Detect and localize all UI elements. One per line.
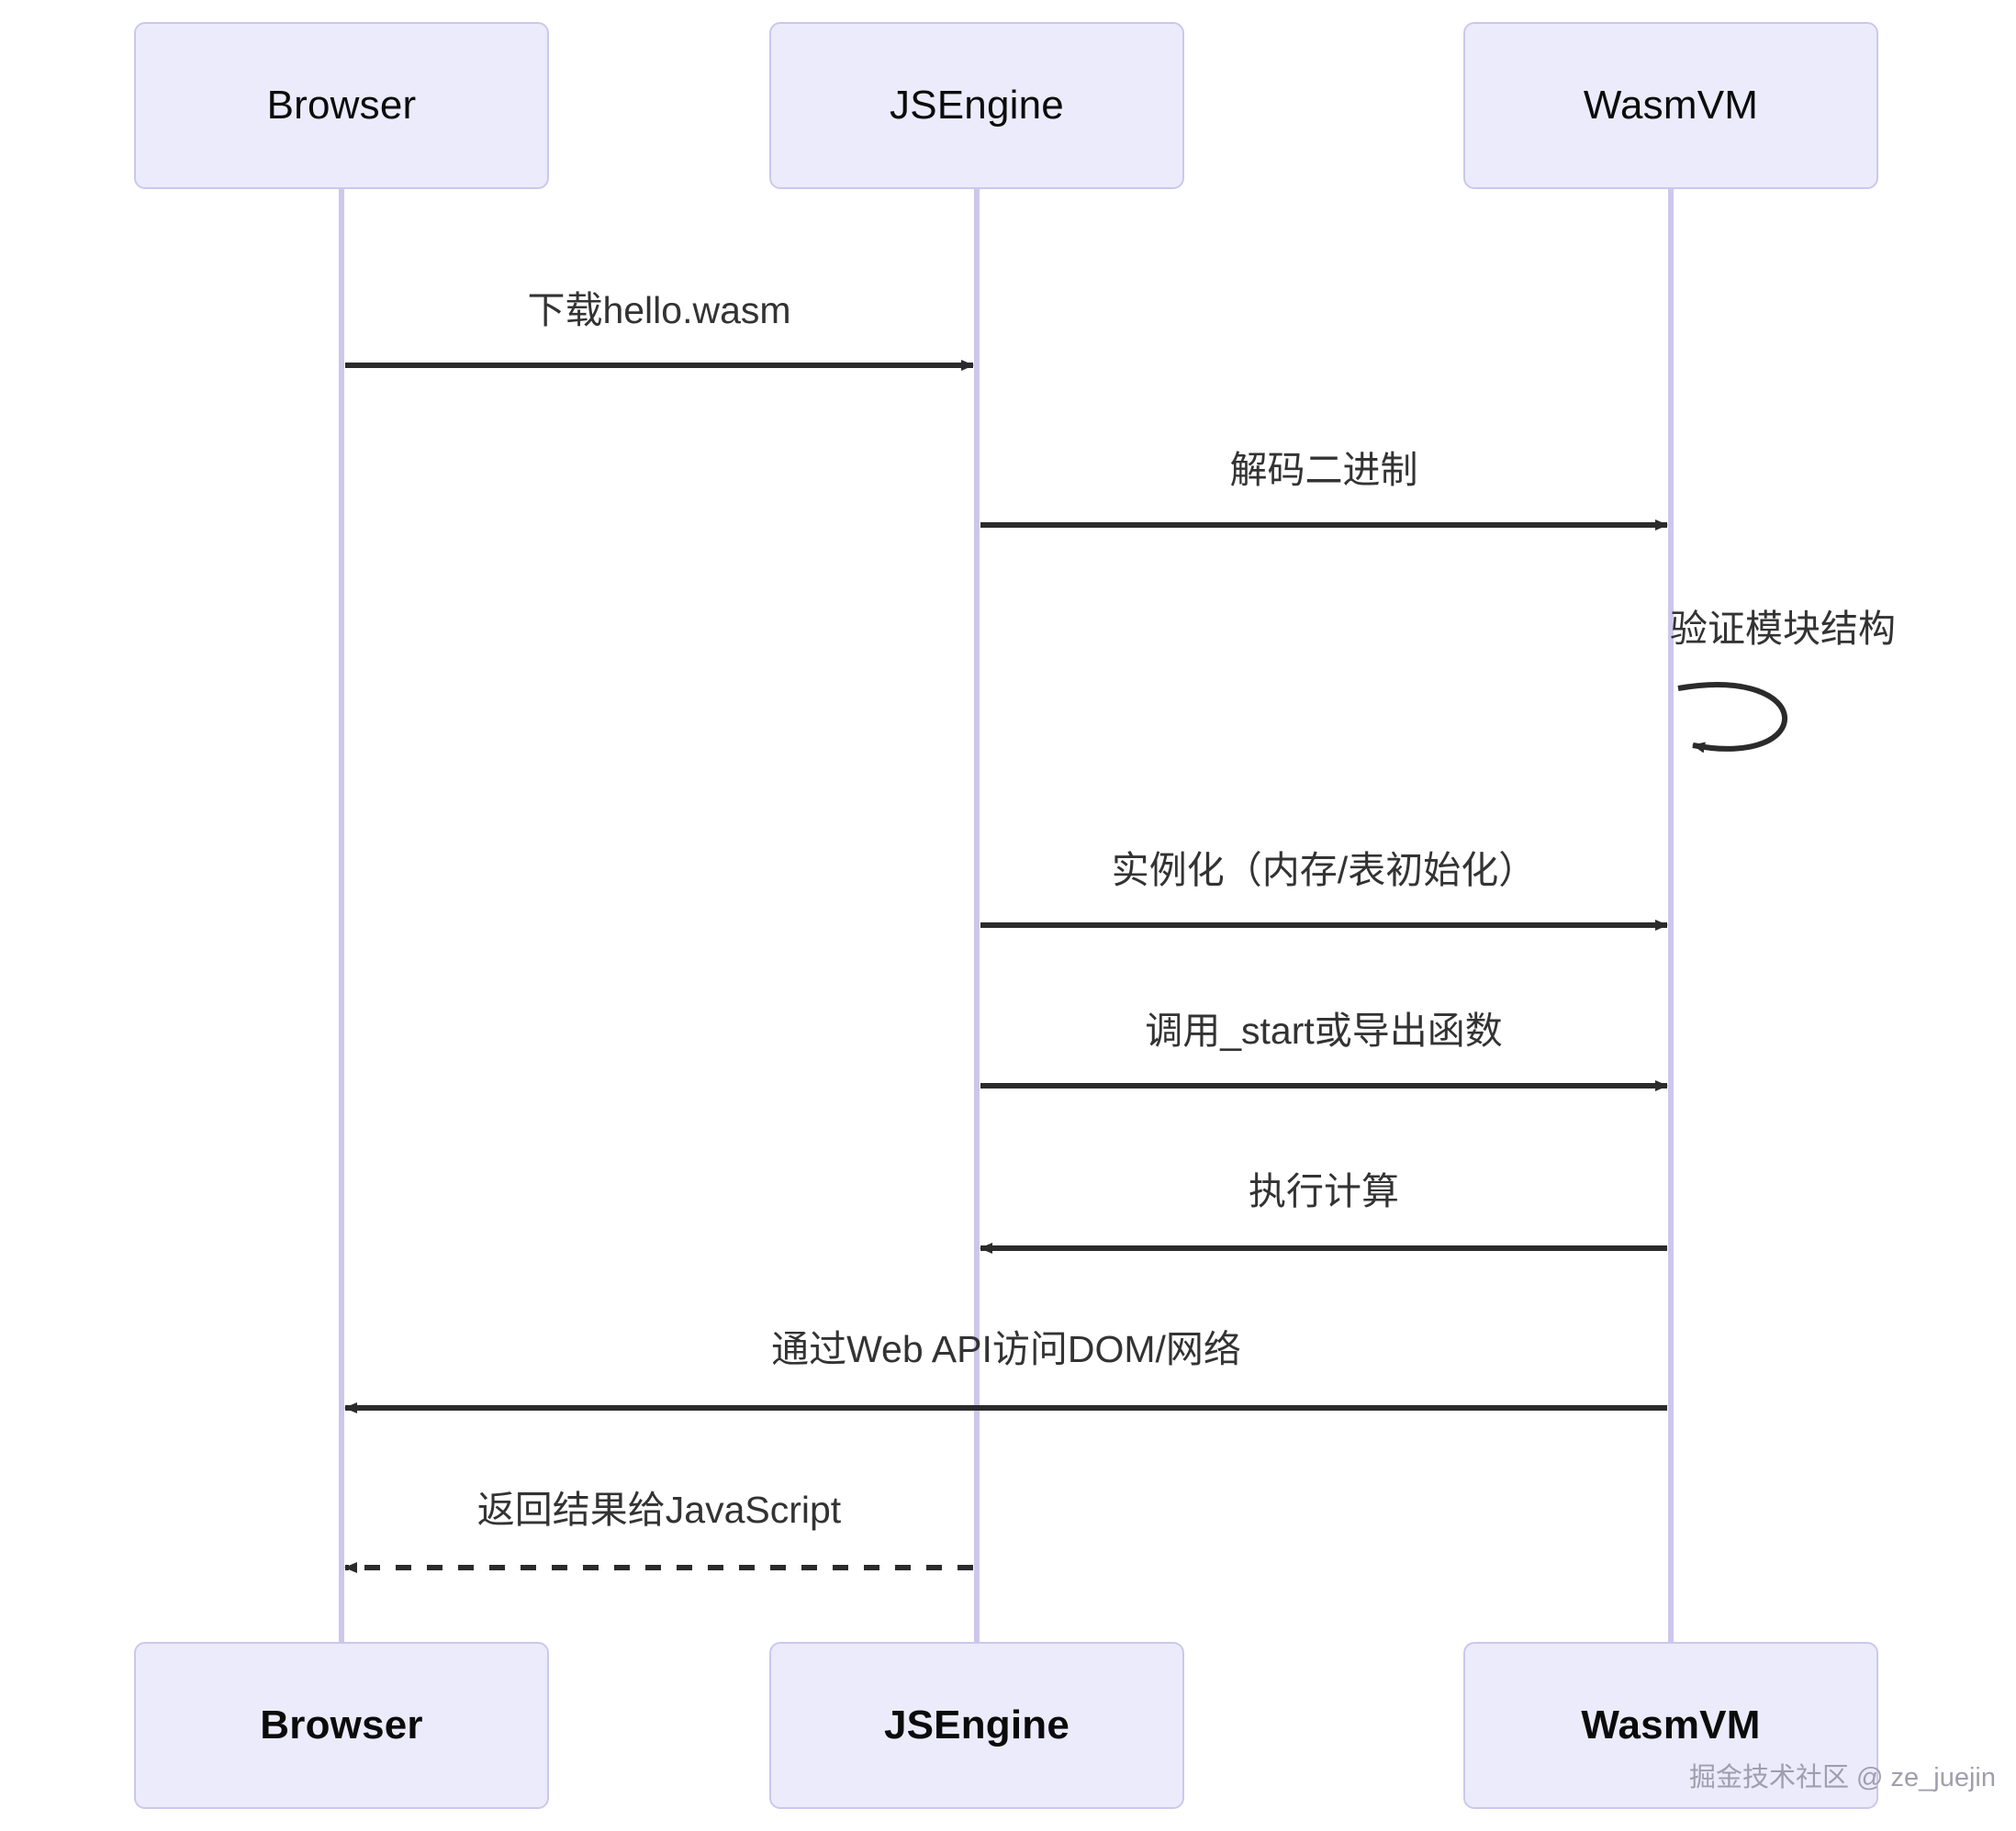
participant-label-wasmvm: WasmVM (1583, 83, 1759, 128)
participant-box-jsengine-top[interactable]: JSEngine (769, 22, 1184, 189)
participant-label-jsengine: JSEngine (883, 1703, 1070, 1747)
participant-label-wasmvm: WasmVM (1581, 1703, 1761, 1747)
message-label-5: 调用_start或导出函数 (1145, 1010, 1503, 1052)
participant-box-browser-top[interactable]: Browser (134, 22, 549, 189)
message-label-7: 通过Web API访问DOM/网络 (771, 1328, 1241, 1370)
participant-label-browser: Browser (260, 1703, 423, 1747)
message-label-3: 验证模块结构 (1670, 608, 1896, 650)
message-arrows-group (344, 360, 1788, 1573)
participant-box-wasmvm-top[interactable]: WasmVM (1463, 22, 1878, 189)
participant-box-wasmvm-bottom[interactable]: WasmVM (1463, 1642, 1878, 1809)
message-label-1: 下载hello.wasm (527, 289, 791, 331)
lifelines-group (339, 189, 1674, 1642)
participant-box-jsengine-bottom[interactable]: JSEngine (769, 1642, 1184, 1809)
message-label-4: 实例化（内存/表初始化） (1111, 849, 1537, 891)
participant-label-jsengine: JSEngine (890, 83, 1064, 128)
message-label-2: 解码二进制 (1229, 449, 1418, 491)
message-label-6: 执行计算 (1249, 1170, 1399, 1212)
watermark: 掘金技术社区 @ ze_juejin (1688, 1763, 1996, 1792)
participant-box-browser-bottom[interactable]: Browser (134, 1642, 549, 1809)
message-arrow-3-self-loop (1677, 682, 1788, 754)
participant-label-browser: Browser (266, 83, 417, 128)
message-label-8: 返回结果给JavaScript (476, 1489, 842, 1531)
